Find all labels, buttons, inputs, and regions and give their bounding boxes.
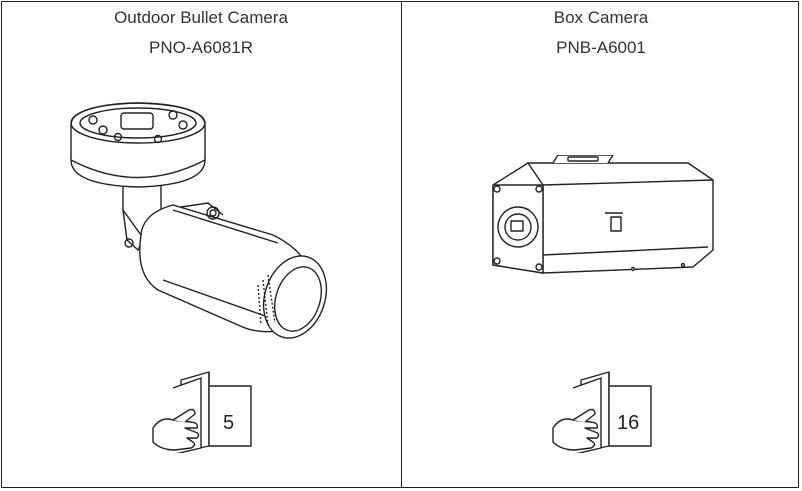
hand-pointing-book-icon — [152, 371, 252, 453]
product-panel-bullet-camera: Outdoor Bullet Camera PNO-A6081R — [1, 0, 401, 491]
page-reference-number: 5 — [223, 412, 235, 434]
hand-pointing-book-icon — [552, 371, 652, 453]
product-panel-box-camera: Box Camera PNB-A6001 — [401, 0, 801, 491]
product-model: PNO-A6081R — [149, 38, 253, 57]
column-divider — [401, 1, 402, 488]
product-model: PNB-A6001 — [556, 38, 646, 57]
product-name: Outdoor Bullet Camera — [114, 8, 288, 27]
bullet-camera-illustration — [70, 102, 328, 339]
product-name: Box Camera — [553, 8, 649, 27]
page-reference-number: 16 — [617, 412, 640, 434]
box-camera-illustration — [492, 155, 714, 274]
